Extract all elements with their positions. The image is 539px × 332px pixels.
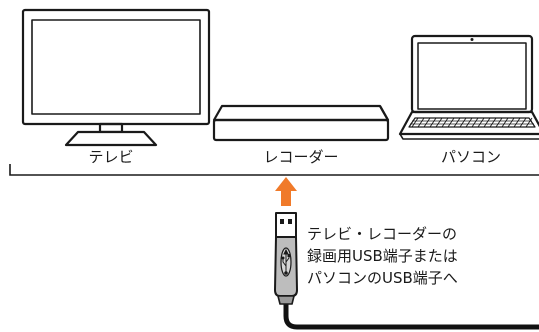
tv-label: テレビ [88, 148, 134, 166]
tv-illustration [21, 8, 211, 147]
recorder-illustration [212, 104, 390, 142]
caption-line: 録画用USB端子または [307, 247, 458, 265]
usb-connection-caption: テレビ・レコーダーの 録画用USB端子または パソコンのUSB端子へ [307, 223, 458, 289]
recorder-label: レコーダー [263, 148, 339, 166]
usb-cable [283, 297, 539, 330]
caption-line: テレビ・レコーダーの [307, 225, 458, 243]
insert-arrow [275, 177, 297, 206]
pc-label: パソコン [440, 148, 502, 166]
laptop-illustration [398, 34, 539, 140]
device-group-bracket [9, 164, 539, 176]
caption-line: パソコンのUSB端子へ [307, 269, 458, 287]
usb-symbol-icon [281, 248, 291, 275]
